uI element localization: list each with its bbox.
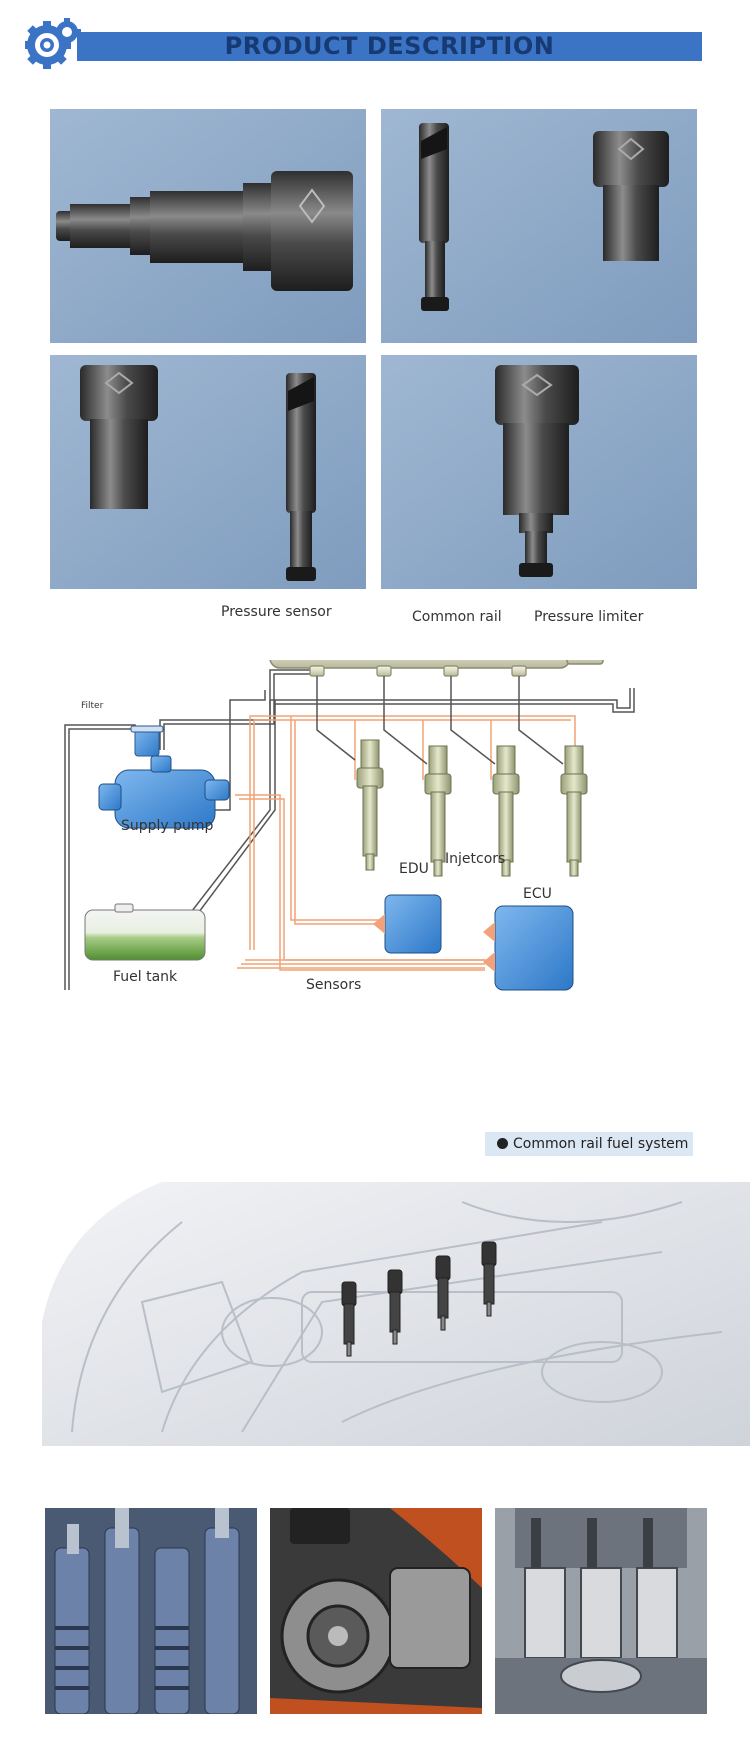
product-photo-assembled bbox=[50, 109, 366, 343]
label-ecu: ECU bbox=[523, 886, 552, 902]
gear-cluster-icon bbox=[25, 18, 81, 69]
label-common-rail: Common rail bbox=[412, 609, 502, 625]
label-supply-pump: Supply pump bbox=[121, 818, 214, 834]
engine-illustration bbox=[42, 1182, 750, 1446]
caption-text: Common rail fuel system bbox=[513, 1136, 689, 1152]
diagram-caption: Common rail fuel system bbox=[485, 1132, 693, 1156]
product-photo-parts bbox=[381, 109, 697, 343]
product-photo-barrel-plunger bbox=[50, 355, 366, 589]
photo-fuel-pump bbox=[270, 1508, 482, 1714]
photo-valve-springs bbox=[45, 1508, 257, 1714]
label-sensors: Sensors bbox=[306, 977, 362, 993]
photo-engine-cutaway bbox=[495, 1508, 707, 1714]
label-filter: Filter bbox=[81, 701, 104, 711]
title-bar: PRODUCT DESCRIPTION bbox=[77, 32, 702, 61]
label-pressure-limiter: Pressure limiter bbox=[534, 609, 644, 625]
page-title: PRODUCT DESCRIPTION bbox=[224, 32, 555, 60]
label-injectors: Injetcors bbox=[445, 851, 506, 867]
label-fuel-tank: Fuel tank bbox=[113, 969, 178, 985]
label-pressure-sensor: Pressure sensor bbox=[221, 604, 332, 620]
common-rail-diagram: Pressure sensor Common rail Pressure lim… bbox=[55, 604, 705, 1150]
label-edu: EDU bbox=[399, 861, 429, 877]
section-header: PRODUCT DESCRIPTION bbox=[25, 18, 702, 70]
product-photo-assembled-vertical bbox=[381, 355, 697, 589]
bullet-icon bbox=[497, 1138, 508, 1149]
